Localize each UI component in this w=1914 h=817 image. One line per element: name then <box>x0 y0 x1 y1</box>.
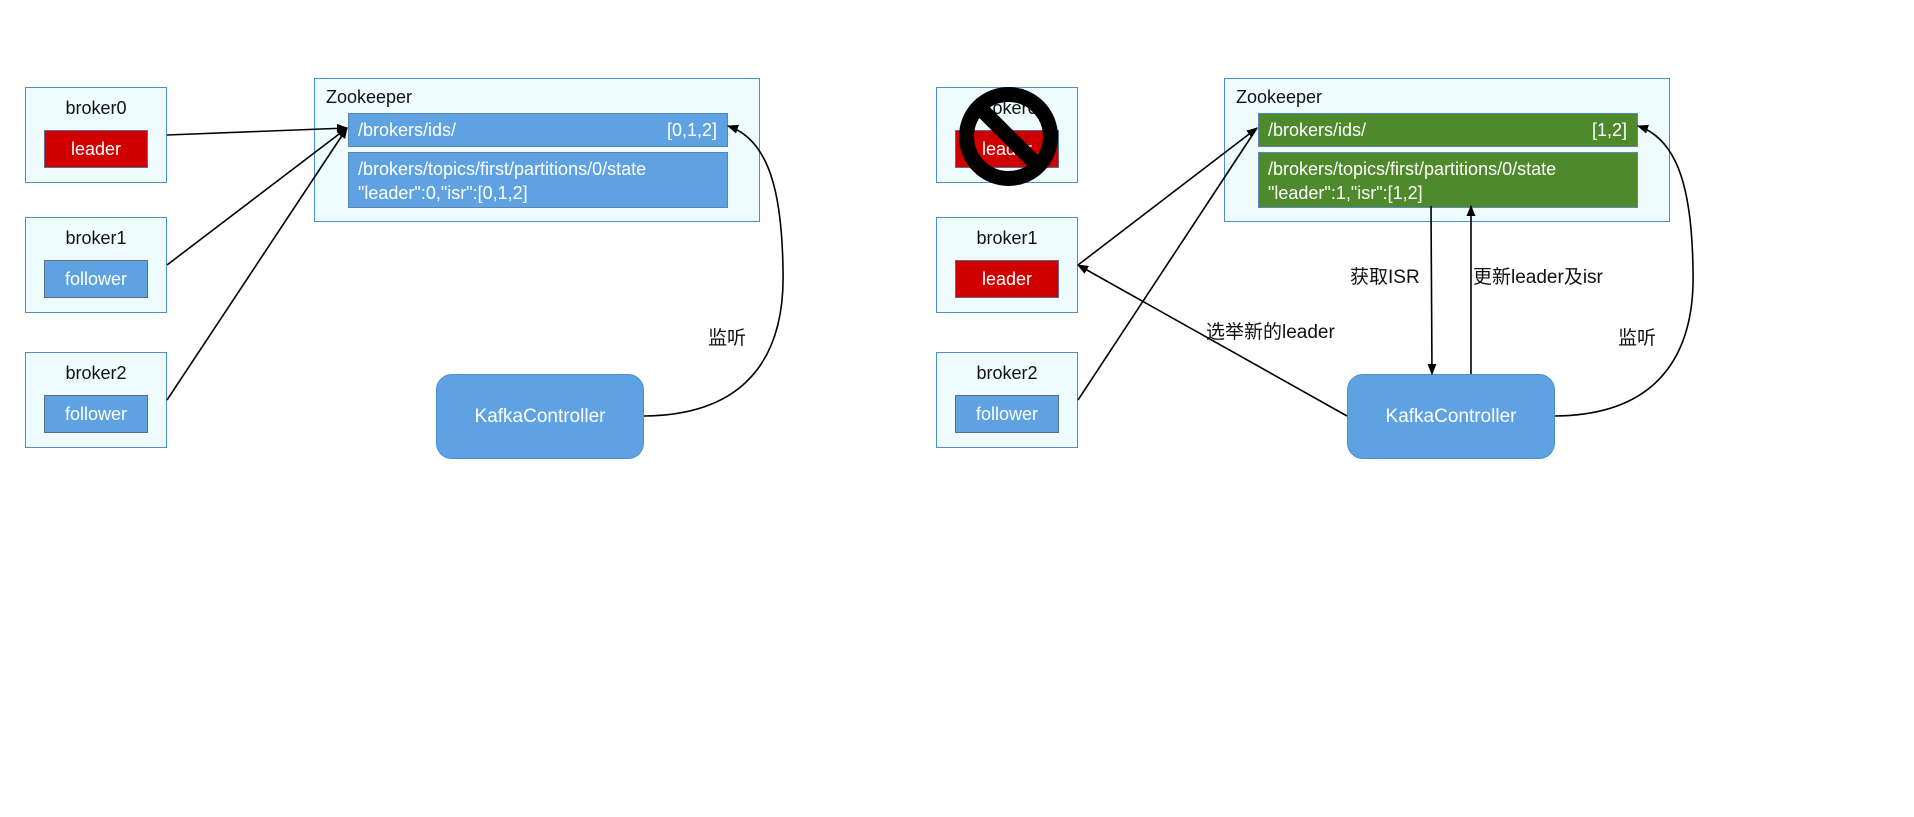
broker0-to-ids-arrow <box>166 123 349 136</box>
broker1-role-badge-after: leader <box>955 260 1059 298</box>
broker1-name: broker1 <box>65 228 127 248</box>
broker1-box-new-leader: broker1 leader <box>936 217 1078 313</box>
elect-new-leader-label: 选举新的leader <box>1206 322 1335 343</box>
broker1-name-after: broker1 <box>976 228 1038 248</box>
controller-watch-arrow-after <box>1554 124 1694 417</box>
zk-ids-node-after: /brokers/ids/ [1,2] <box>1258 113 1638 147</box>
broker2-box: broker2 follower <box>25 352 167 448</box>
zk-state-node-after: /brokers/topics/first/partitions/0/state… <box>1258 152 1638 208</box>
listen-label-after: 监听 <box>1618 328 1657 349</box>
zk-ids-path: /brokers/ids/ <box>358 119 457 140</box>
broker2-role-badge-after: follower <box>955 395 1059 433</box>
get-isr-label: 获取ISR <box>1350 267 1420 288</box>
zk-ids-path-after: /brokers/ids/ <box>1268 119 1367 140</box>
broker2-name-after: broker2 <box>976 363 1038 383</box>
prohibited-icon <box>957 85 1060 188</box>
zookeeper-panel: Zookeeper /brokers/ids/ [0,1,2] /brokers… <box>314 78 760 222</box>
zk-ids-node: /brokers/ids/ [0,1,2] <box>348 113 728 147</box>
broker2-role-badge: follower <box>44 395 148 433</box>
update-leader-isr-label: 更新leader及isr <box>1473 267 1603 288</box>
listen-label: 监听 <box>708 328 747 349</box>
broker2-to-ids-arrow-after <box>1077 127 1258 401</box>
kafka-controller-after: KafkaController <box>1347 374 1555 459</box>
broker0-role-badge: leader <box>44 130 148 168</box>
zk-ids-value-after: [1,2] <box>1591 119 1627 140</box>
broker0-box: broker0 leader <box>25 87 167 183</box>
zk-state-path-after: /brokers/topics/first/partitions/0/state <box>1268 159 1557 179</box>
kafka-controller: KafkaController <box>436 374 644 459</box>
controller-watch-arrow <box>643 124 784 417</box>
broker2-to-ids-arrow <box>166 127 348 401</box>
zk-state-value-after: "leader":1,"isr":[1,2] <box>1268 183 1423 203</box>
elect-leader-arrow <box>1077 264 1348 417</box>
broker1-to-ids-arrow <box>166 127 348 266</box>
get-isr-arrow <box>1427 205 1437 376</box>
broker2-name: broker2 <box>65 363 127 383</box>
broker0-name: broker0 <box>65 98 127 118</box>
broker1-box: broker1 follower <box>25 217 167 313</box>
broker1-role-badge: follower <box>44 260 148 298</box>
zookeeper-panel-after: Zookeeper /brokers/ids/ [1,2] /brokers/t… <box>1224 78 1670 222</box>
zk-state-path: /brokers/topics/first/partitions/0/state <box>358 159 647 179</box>
zk-state-node: /brokers/topics/first/partitions/0/state… <box>348 152 728 208</box>
zk-state-value: "leader":0,"isr":[0,1,2] <box>358 183 528 203</box>
broker2-box-after: broker2 follower <box>936 352 1078 448</box>
zookeeper-title-after: Zookeeper <box>1236 87 1323 107</box>
zookeeper-title: Zookeeper <box>326 87 413 107</box>
zk-ids-value: [0,1,2] <box>666 119 717 140</box>
broker1-to-ids-arrow-after <box>1077 127 1258 266</box>
